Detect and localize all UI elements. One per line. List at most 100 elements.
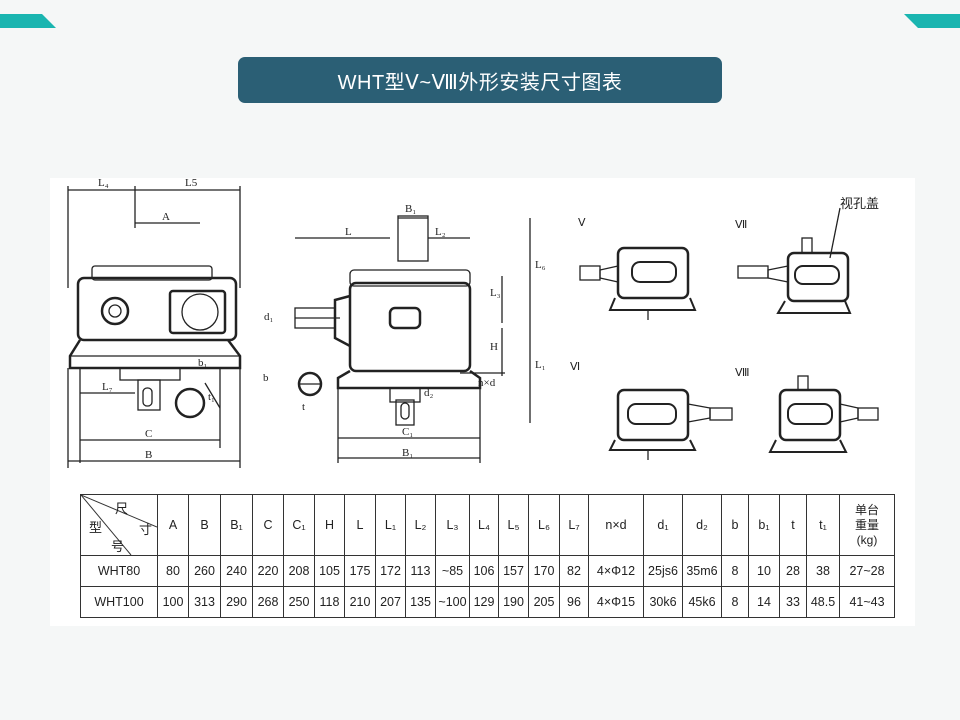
header-weight-line3: (kg) bbox=[856, 532, 878, 547]
header-t: t bbox=[779, 494, 807, 556]
cell-value: 100 bbox=[157, 586, 189, 618]
cell-value: 25js6 bbox=[643, 555, 683, 587]
header-L: L bbox=[344, 494, 376, 556]
cell-value: 260 bbox=[188, 555, 221, 587]
cell-value: 8 bbox=[721, 555, 749, 587]
corner-decoration-right bbox=[904, 14, 960, 28]
cell-value: 105 bbox=[314, 555, 345, 587]
header-L4: L₄ bbox=[469, 494, 499, 556]
header-L2: L₂ bbox=[405, 494, 436, 556]
cell-value: 135 bbox=[405, 586, 436, 618]
header-L6: L₆ bbox=[528, 494, 560, 556]
cell-value: 240 bbox=[220, 555, 253, 587]
cell-value: 10 bbox=[748, 555, 780, 587]
cell-value: 38 bbox=[806, 555, 840, 587]
cell-value: 170 bbox=[528, 555, 560, 587]
cell-value: ~85 bbox=[435, 555, 470, 587]
cell-value: ~100 bbox=[435, 586, 470, 618]
header-L7: L₇ bbox=[559, 494, 589, 556]
header-d1: d₁ bbox=[643, 494, 683, 556]
callout-view-cover: 视孔盖 bbox=[840, 196, 879, 211]
cell-value: 205 bbox=[528, 586, 560, 618]
table-header-row: 尺 寸 型 号 A B B₁ C C₁ H L L₁ L₂ L₃ L₄ L₅ L… bbox=[80, 494, 895, 556]
cell-weight: 41~43 bbox=[839, 586, 895, 618]
view-vii bbox=[737, 207, 852, 314]
cell-value: 290 bbox=[220, 586, 253, 618]
header-C: C bbox=[252, 494, 284, 556]
cell-value: 8 bbox=[721, 586, 749, 618]
label-C1: C₁ bbox=[402, 426, 413, 438]
cell-value: 210 bbox=[344, 586, 376, 618]
label-t: t bbox=[302, 401, 305, 413]
label-nxd: n×d bbox=[478, 377, 496, 389]
corner-diagonals bbox=[81, 495, 157, 555]
cell-value: 207 bbox=[375, 586, 406, 618]
front-view bbox=[67, 186, 242, 468]
header-weight-line1: 单台 bbox=[854, 502, 879, 517]
header-C1: C₁ bbox=[283, 494, 315, 556]
label-L: L bbox=[345, 226, 352, 238]
header-B1: B₁ bbox=[220, 494, 253, 556]
label-B1: B₁ bbox=[402, 447, 413, 459]
header-H: H bbox=[314, 494, 345, 556]
cell-value: 172 bbox=[375, 555, 406, 587]
cell-value: 4×Φ15 bbox=[588, 586, 644, 618]
dimension-drawing: L₄ L5 A b₁ t₁ L₇ C B B₁ L L₂ L₆ L₃ d₁ H … bbox=[67, 178, 879, 468]
cell-value: 82 bbox=[559, 555, 589, 587]
cell-value: 106 bbox=[469, 555, 499, 587]
side-view bbox=[294, 215, 531, 463]
cell-value: 157 bbox=[498, 555, 529, 587]
label-L6: L₆ bbox=[535, 259, 546, 271]
cell-value: 118 bbox=[314, 586, 345, 618]
view-vi bbox=[608, 388, 733, 460]
cell-value: 35m6 bbox=[682, 555, 722, 587]
view-viii bbox=[768, 375, 879, 453]
header-nxd: n×d bbox=[588, 494, 644, 556]
header-b1: b₁ bbox=[748, 494, 780, 556]
cell-value: 220 bbox=[252, 555, 284, 587]
label-L3: L₃ bbox=[490, 287, 501, 299]
label-L4: L₄ bbox=[98, 178, 109, 189]
label-d2: d₂ bbox=[424, 387, 434, 399]
label-L5: L5 bbox=[185, 178, 198, 189]
corner-decoration-left bbox=[0, 14, 56, 28]
table-row: WHT80 80 260 240 220 208 105 175 172 113… bbox=[80, 555, 895, 587]
dimension-table: 尺 寸 型 号 A B B₁ C C₁ H L L₁ L₂ L₃ L₄ L₅ L… bbox=[80, 494, 895, 618]
view-label-v: Ⅴ bbox=[578, 217, 586, 229]
page-title: WHT型Ⅴ~Ⅷ外形安装尺寸图表 bbox=[238, 57, 722, 103]
label-t1: t₁ bbox=[208, 391, 215, 403]
header-weight: 单台 重量 (kg) bbox=[839, 494, 895, 556]
cell-value: 313 bbox=[188, 586, 221, 618]
header-A: A bbox=[157, 494, 189, 556]
cell-value: 28 bbox=[779, 555, 807, 587]
label-H: H bbox=[490, 341, 498, 353]
label-L2: L₂ bbox=[435, 226, 446, 238]
corner-label-size: 尺 bbox=[115, 501, 129, 516]
cell-value: 14 bbox=[748, 586, 780, 618]
view-label-vii: Ⅶ bbox=[735, 219, 747, 231]
corner-label-hao: 号 bbox=[111, 539, 125, 554]
header-d2: d₂ bbox=[682, 494, 722, 556]
view-label-vi: Ⅵ bbox=[570, 361, 580, 373]
label-b1: b₁ bbox=[198, 357, 208, 369]
cell-weight: 27~28 bbox=[839, 555, 895, 587]
header-L1: L₁ bbox=[375, 494, 406, 556]
corner-label-cun: 寸 bbox=[139, 522, 153, 537]
cell-value: 129 bbox=[469, 586, 499, 618]
cell-value: 96 bbox=[559, 586, 589, 618]
label-d1: d₁ bbox=[264, 311, 274, 323]
header-L5: L₅ bbox=[498, 494, 529, 556]
cell-value: 208 bbox=[283, 555, 315, 587]
cell-value: 190 bbox=[498, 586, 529, 618]
label-side-B1-top: B₁ bbox=[405, 203, 416, 215]
label-b: b bbox=[263, 372, 269, 384]
cell-value: 4×Φ12 bbox=[588, 555, 644, 587]
label-A: A bbox=[162, 211, 170, 223]
header-L3: L₃ bbox=[435, 494, 470, 556]
header-b: b bbox=[721, 494, 749, 556]
cell-value: 113 bbox=[405, 555, 436, 587]
label-B: B bbox=[145, 449, 152, 461]
cell-value: 33 bbox=[779, 586, 807, 618]
view-label-viii: Ⅷ bbox=[735, 367, 750, 379]
cell-value: 250 bbox=[283, 586, 315, 618]
